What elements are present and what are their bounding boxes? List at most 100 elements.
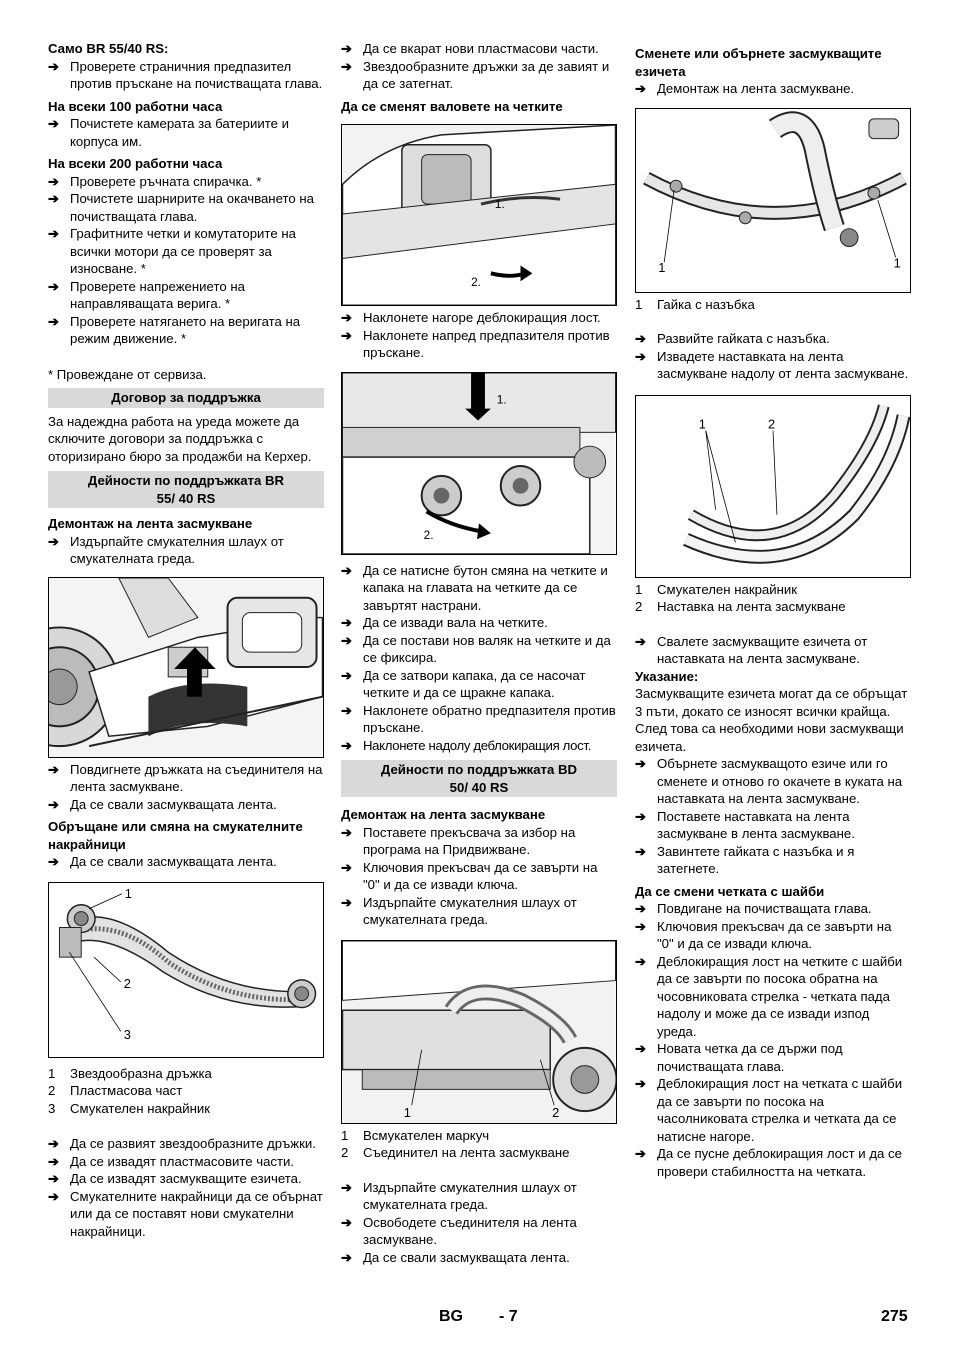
arrow-icon: ➔ xyxy=(635,348,647,364)
bullet-item: ➔Деблокиращия лост на четките с шайби да… xyxy=(635,953,903,1039)
arrow-icon: ➔ xyxy=(48,278,60,294)
bullet-item: ➔Да се свали засмукващата лента. xyxy=(48,796,277,812)
bullet-item: ➔Проверете напрежението на направляващат… xyxy=(48,278,245,312)
bullet-item: ➔Ключовия прекъсвач да се завърти на "0"… xyxy=(635,918,892,952)
arrow-icon: ➔ xyxy=(341,310,353,325)
arrow-icon: ➔ xyxy=(341,632,353,648)
footer-language: BG xyxy=(439,1308,463,1325)
bullet-item: ➔Да се затвори капака, да се насочат чет… xyxy=(341,667,586,701)
bullet-item: ➔Звездообразните дръжки за де завият и д… xyxy=(341,58,610,92)
arrow-icon: ➔ xyxy=(635,331,647,346)
note-title: Указание: xyxy=(635,668,699,684)
arrow-icon: ➔ xyxy=(635,901,647,916)
bullet-item: ➔Новата четка да се държи под почистваща… xyxy=(635,1041,843,1074)
figure-hose-coupling xyxy=(48,576,324,758)
bullet-item: ➔Наклонете напред предпазителя против пр… xyxy=(341,327,610,361)
callout-label: 2. xyxy=(424,528,434,542)
bullet-item: ➔Наклонете нагоре деблокиращия лост. xyxy=(341,310,601,325)
arrow-icon: ➔ xyxy=(635,953,647,969)
arrow-icon: ➔ xyxy=(48,1188,60,1204)
section-title: Само BR 55/40 RS: xyxy=(48,41,169,56)
section-box-title: Дейности по поддръжката BR 55/ 40 RS xyxy=(48,471,324,508)
bullet-item: ➔Да се постави нов валяк на четките и да… xyxy=(341,632,611,666)
section-title: Демонтаж на лента засмукване xyxy=(341,807,546,822)
arrow-icon: ➔ xyxy=(635,1041,647,1056)
footer-section-page: - 7 xyxy=(499,1308,518,1325)
figure-suction-bar: 1 2 3 xyxy=(48,881,324,1058)
bullet-item: ➔Проверете натягането на веригата на реж… xyxy=(48,313,301,347)
callout-label: 2. xyxy=(471,275,481,289)
bullet-item: ➔Да се натисне бутон смяна на четките и … xyxy=(341,562,608,613)
brush-cover-illustration: 1. 2. xyxy=(342,372,616,554)
arrow-icon: ➔ xyxy=(48,1136,60,1151)
arrow-icon: ➔ xyxy=(341,1249,353,1265)
arrow-icon: ➔ xyxy=(635,1146,647,1161)
callout-label: 1. xyxy=(495,197,505,211)
bullet-item: ➔Развийте гайката с назъбка. xyxy=(635,331,830,346)
bullet-item: ➔Проверете страничния предпазител против… xyxy=(48,58,323,92)
arrow-icon: ➔ xyxy=(341,615,353,630)
bullet-item: ➔Обърнете засмукващото езиче или го смен… xyxy=(635,756,903,806)
arrow-icon: ➔ xyxy=(635,843,647,859)
footer-page-number: 275 xyxy=(881,1308,908,1325)
figure-brush-cover: 1. 2. xyxy=(341,371,617,555)
section-title: Обръщане или смяна на смукателните накра… xyxy=(48,819,303,852)
arrow-icon: ➔ xyxy=(48,116,60,131)
arrow-icon: ➔ xyxy=(341,894,353,910)
column-right: Сменете или обърнете засмукващите езичет… xyxy=(635,40,911,1180)
bullet-item: ➔Да се извадят пластмасовите части. xyxy=(48,1153,295,1169)
arrow-icon: ➔ xyxy=(48,761,60,777)
arrow-icon: ➔ xyxy=(48,1153,60,1169)
callout-label: 1. xyxy=(497,392,507,406)
callout-label: 1 xyxy=(125,885,132,900)
figure-suction-hose: 1 2 xyxy=(341,939,617,1124)
bullet-item: ➔Повдигане на почистващата глава. xyxy=(635,901,872,916)
knurled-nut-illustration: 1 1 xyxy=(636,108,910,292)
bullet-item: ➔Свалете засмукващите езичета от наставк… xyxy=(635,633,868,667)
column-left: Само BR 55/40 RS: ➔Проверете страничния … xyxy=(48,40,324,1240)
arrow-icon: ➔ xyxy=(48,1171,60,1186)
arrow-icon: ➔ xyxy=(341,859,353,875)
arrow-icon: ➔ xyxy=(48,226,60,241)
arrow-icon: ➔ xyxy=(48,58,60,74)
arrow-icon: ➔ xyxy=(635,756,647,771)
bullet-item: ➔Графитните четки и комутаторите на всич… xyxy=(48,226,296,276)
arrow-icon: ➔ xyxy=(635,808,647,824)
bullet-item: ➔Демонтаж на лента засмукване. xyxy=(635,81,855,96)
section-box-title: Договор за поддръжка xyxy=(48,388,324,408)
bullet-item: ➔Да се извади вала на четките. xyxy=(341,615,548,630)
note-text: Засмукващите езичета могат да се обръщат… xyxy=(635,686,908,754)
arrow-icon: ➔ xyxy=(341,702,353,718)
squeegee-blades-illustration: 1 2 xyxy=(636,395,910,577)
arrow-icon: ➔ xyxy=(635,1076,647,1091)
section-title: На всеки 100 работни часа xyxy=(48,98,223,114)
section-title: Демонтаж на лента засмукване xyxy=(48,516,253,531)
bullet-item: ➔Поставете прекъсвача за избор на програ… xyxy=(341,824,576,858)
section-title: На всеки 200 работни часа xyxy=(48,156,223,171)
bullet-item: ➔Издърпайте смукателния шлаух от смукате… xyxy=(341,1179,577,1213)
bullet-item: ➔Почистете камерата за батериите и корпу… xyxy=(48,116,289,149)
figure-squeegee-blades: 1 2 xyxy=(635,394,911,578)
bullet-item: ➔Да се свали засмукващата лента. xyxy=(341,1249,570,1265)
bullet-item: ➔Деблокиращия лост на четката с шайби да… xyxy=(635,1076,903,1144)
bullet-item: ➔Завинтете гайката с назъбка и я затегне… xyxy=(635,843,855,877)
footnote: * Провеждане от сервиза. xyxy=(48,366,207,382)
arrow-icon: ➔ xyxy=(635,633,647,649)
bullet-item: ➔Поставете наставката на лента засмукван… xyxy=(635,808,855,842)
arrow-icon: ➔ xyxy=(48,533,60,549)
arrow-icon: ➔ xyxy=(341,58,353,74)
figure-unlock-lever: 1. 2. xyxy=(341,124,617,306)
bullet-item: ➔Да се извадят засмукващите езичета. xyxy=(48,1171,302,1186)
hose-coupling-illustration xyxy=(49,577,323,757)
callout-label: 2 xyxy=(552,1105,559,1120)
suction-hose-illustration: 1 2 xyxy=(342,940,616,1123)
section-box-title: Дейности по поддръжката BD 50/ 40 RS xyxy=(341,760,617,797)
bullet-item: ➔Повдигнете дръжката на съединителя на л… xyxy=(48,761,323,795)
bullet-item: ➔Ключовия прекъсвач да се завърти на "0"… xyxy=(341,859,598,893)
